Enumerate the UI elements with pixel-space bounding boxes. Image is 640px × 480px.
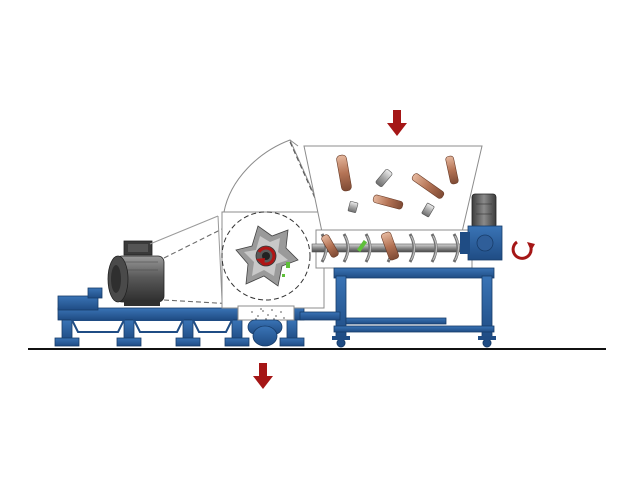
- feed-hopper: [303, 145, 483, 233]
- copper-chip: [381, 231, 399, 261]
- discharge-particles: [251, 308, 285, 320]
- down-arrow-icon: [253, 363, 273, 389]
- copper-chip: [321, 234, 339, 258]
- silver-chip: [375, 169, 393, 187]
- copper-chip: [372, 194, 404, 210]
- base-legs: [54, 319, 305, 347]
- copper-chip: [411, 173, 445, 199]
- copper-chip: [445, 155, 459, 185]
- shred-chip: [356, 239, 368, 253]
- silver-chip: [421, 202, 435, 218]
- feed-material: [336, 154, 459, 218]
- copper-chip: [336, 154, 352, 192]
- down-arrow-icon: [387, 110, 407, 136]
- conveyor-support-frame: [299, 267, 496, 348]
- screw-gearbox: [460, 193, 503, 261]
- clockwise-rotation-icon: [511, 240, 535, 260]
- silver-chip: [347, 201, 359, 213]
- shred-chip: [282, 274, 285, 277]
- shred-chip: [286, 262, 290, 268]
- clockwise-rotation-icon: [256, 246, 276, 266]
- drive-motor: [107, 240, 165, 306]
- discharge-chute: [247, 319, 283, 347]
- belt-guard-outline: [149, 215, 223, 301]
